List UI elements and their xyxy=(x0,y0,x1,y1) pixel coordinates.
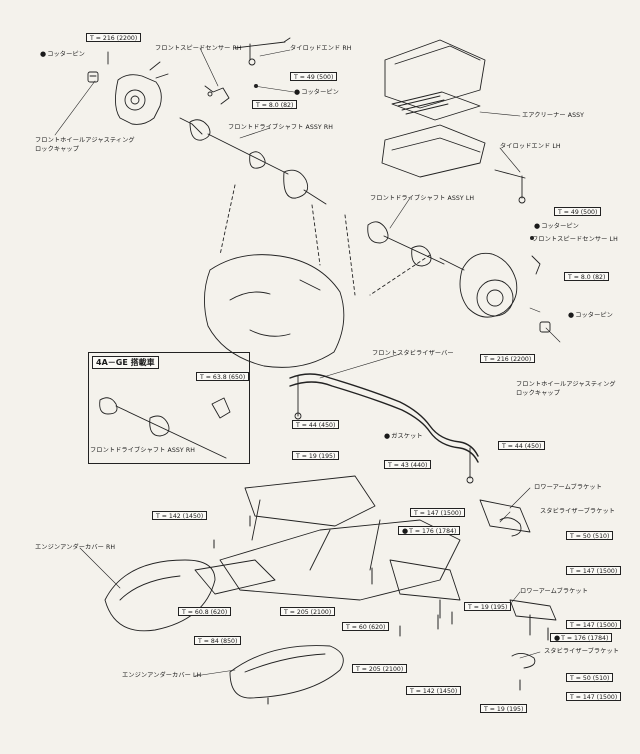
label-cotter-pin-rh: コッターピン xyxy=(40,50,85,59)
label-cotter-pin-r2: コッターピン xyxy=(534,222,579,231)
label-front-drive-shaft-lh: フロントドライブシャフト ASSY LH xyxy=(370,195,475,202)
transaxle-case xyxy=(204,254,345,368)
torque-spec: T = 147 (1500) xyxy=(410,508,466,517)
torque-spec: T = 19 (195) xyxy=(464,602,512,611)
label-front-speed-sensor-lh: フロントスピードセンサー LH xyxy=(532,236,618,243)
label-engine-under-cover-rh: エンジンアンダーカバー RH xyxy=(35,544,116,551)
steering-knuckle-lh xyxy=(459,252,518,318)
drive-shaft-lh xyxy=(367,221,465,271)
torque-spec: T = 176 (1784) xyxy=(398,526,461,535)
torque-spec: T = 216 (2200) xyxy=(86,33,142,42)
label-tie-rod-end-lh: タイロッドエンド LH xyxy=(500,143,561,150)
label-cotter-pin-r1: コッターピン xyxy=(294,88,339,97)
torque-spec: T = 176 (1784) xyxy=(550,633,613,642)
speed-sensor-lh xyxy=(531,255,541,275)
leader-lines xyxy=(54,47,561,677)
torque-spec: T = 142 (1450) xyxy=(406,686,462,695)
torque-spec: T = 8.0 (82) xyxy=(564,272,610,281)
torque-spec: T = 205 (2100) xyxy=(352,664,408,673)
label-front-stabilizer-bar: フロントスタビライザーバー xyxy=(372,350,454,357)
label-lock-cap-rh-2: ロックキャップ xyxy=(35,146,80,153)
torque-spec: T = 19 (195) xyxy=(480,704,528,713)
torque-spec: T = 84 (850) xyxy=(194,636,242,645)
label-lower-arm-bracket-1: ロワーアームブラケット xyxy=(534,484,602,491)
bolts xyxy=(213,515,549,705)
label-front-drive-shaft-rh: フロントドライブシャフト ASSY RH xyxy=(228,124,334,131)
label-gasket: ガスケット xyxy=(384,432,423,441)
label-tie-rod-end-rh: タイロッドエンド RH xyxy=(290,45,352,52)
engine-under-cover-rh xyxy=(104,559,216,632)
lock-cap-lh xyxy=(539,321,551,333)
air-cleaner-case xyxy=(381,124,486,178)
label-lower-arm-bracket-2: ロワーアームブラケット xyxy=(520,588,588,595)
torque-spec: T = 44 (450) xyxy=(498,441,546,450)
tie-rod-end-lh xyxy=(494,169,526,204)
torque-spec: T = 43 (440) xyxy=(384,460,432,469)
torque-spec: T = 63.8 (650) xyxy=(196,372,250,381)
stabilizer-bar xyxy=(289,373,479,463)
stabilizer-link-rh xyxy=(294,375,302,420)
torque-spec: T = 49 (500) xyxy=(290,72,338,81)
label-lock-cap-rh-1: フロントホイールアジャスティング xyxy=(35,137,135,144)
air-cleaner-element xyxy=(391,91,481,121)
torque-spec: T = 50 (510) xyxy=(566,673,614,682)
torque-spec: T = 49 (500) xyxy=(554,207,602,216)
stabilizer-bracket-rh xyxy=(511,653,536,669)
air-cleaner-lid xyxy=(384,39,486,109)
label-lock-cap-lh-1: フロントホイールアジャスティング xyxy=(516,381,616,388)
lower-arm-bracket-lh xyxy=(479,499,531,533)
stabilizer-link-lh xyxy=(466,447,474,484)
label-lock-cap-lh-2: ロックキャップ xyxy=(516,390,561,397)
label-front-speed-sensor-rh: フロントスピードセンサー RH xyxy=(155,45,242,52)
drive-shaft-rh xyxy=(179,117,327,205)
torque-spec: T = 147 (1500) xyxy=(566,692,622,701)
lower-arm-bracket-rh xyxy=(509,599,557,621)
stabilizer-bracket-lh xyxy=(499,517,522,537)
torque-spec: T = 216 (2200) xyxy=(480,354,536,363)
lower-arm-lh xyxy=(389,559,461,601)
lock-cap-rh xyxy=(87,71,99,83)
label-air-cleaner-assy: エアクリーナー ASSY xyxy=(522,112,585,119)
torque-spec: T = 147 (1500) xyxy=(566,620,622,629)
tie-rod-end-rh xyxy=(234,37,291,66)
inset-drive-shaft xyxy=(99,397,231,459)
torque-spec: T = 142 (1450) xyxy=(152,511,208,520)
label-cotter-pin-r3: コッターピン xyxy=(568,311,613,320)
torque-spec: T = 50 (510) xyxy=(566,531,614,540)
torque-spec: T = 205 (2100) xyxy=(280,607,336,616)
torque-spec: T = 8.0 (82) xyxy=(252,100,298,109)
steering-knuckle-rh xyxy=(115,61,169,125)
torque-spec: T = 44 (450) xyxy=(292,420,340,429)
lower-arm-rh xyxy=(194,559,276,595)
torque-spec: T = 147 (1500) xyxy=(566,566,622,575)
torque-spec: T = 60.8 (620) xyxy=(178,607,232,616)
label-stabilizer-bracket-1: スタビライザーブラケット xyxy=(540,508,616,515)
inset-4age-box xyxy=(88,352,250,464)
speed-sensor-rh xyxy=(204,85,230,105)
inset-title: 4A－GE 搭載車 xyxy=(92,356,159,369)
label-stabilizer-bracket-2: スタビライザーブラケット xyxy=(544,648,620,655)
engine-under-cover-lh xyxy=(229,645,344,699)
label-inset-drive-shaft: フロントドライブシャフト ASSY RH xyxy=(90,447,196,454)
label-engine-under-cover-lh: エンジンアンダーカバー LH xyxy=(122,672,202,679)
torque-spec: T = 60 (620) xyxy=(342,622,390,631)
crossmember xyxy=(219,475,461,601)
torque-spec: T = 19 (195) xyxy=(292,451,340,460)
